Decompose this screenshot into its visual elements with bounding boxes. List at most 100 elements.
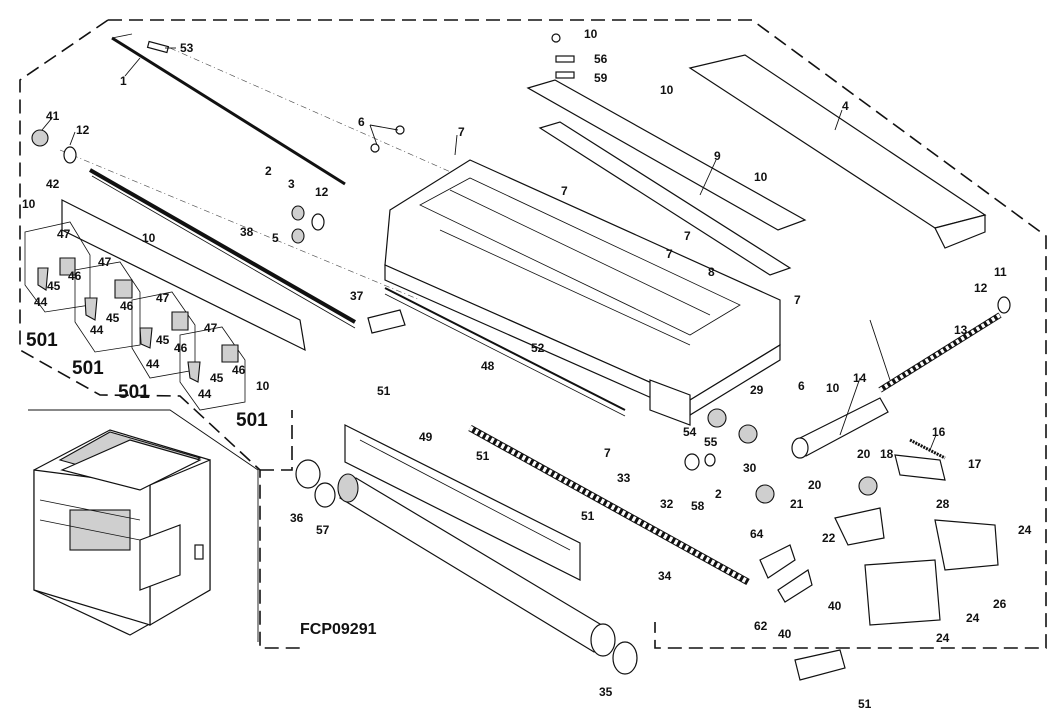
callout-40: 40 (828, 599, 842, 613)
guide-48 (384, 287, 626, 417)
callout-labels: 53 1 41 12 6 7 2 3 12 5 42 10 47 46 45 4… (22, 27, 1032, 711)
callout-47: 47 (204, 321, 218, 335)
diagram-code: FCP09291 (300, 621, 377, 638)
bushing-55 (704, 453, 716, 467)
callout-9: 9 (714, 149, 721, 163)
assembly-label-501: 501 (72, 358, 104, 379)
callout-54: 54 (683, 425, 697, 439)
callout-51: 51 (581, 509, 595, 523)
callout-29: 29 (750, 383, 764, 397)
callout-64: 64 (750, 527, 764, 541)
callout-46: 46 (174, 341, 188, 355)
callout-45: 45 (106, 311, 120, 325)
callout-7: 7 (561, 184, 568, 198)
spiral-roller-34 (468, 424, 750, 586)
assembly-label-501: 501 (26, 330, 58, 351)
callout-51: 51 (377, 384, 391, 398)
gear-29 (707, 408, 727, 428)
callout-4: 4 (842, 99, 849, 113)
bushing-12b (311, 213, 325, 231)
rail-42 (61, 199, 306, 352)
callout-24: 24 (936, 631, 950, 645)
shaft-14 (791, 397, 889, 459)
arm-64-62 (759, 544, 813, 603)
housing-26 (864, 519, 999, 626)
callout-46: 46 (120, 299, 134, 313)
callout-10: 10 (22, 197, 36, 211)
spring-16 (909, 438, 946, 460)
callout-40: 40 (778, 627, 792, 641)
callout-10: 10 (754, 170, 768, 184)
ring-57 (314, 482, 336, 508)
callout-35: 35 (599, 685, 613, 699)
lower-boundary (260, 410, 293, 471)
callout-1: 1 (120, 74, 127, 88)
sensor-group (24, 221, 91, 313)
callout-57: 57 (316, 523, 330, 537)
callout-7: 7 (458, 125, 465, 139)
assembly-labels: 501 501 501 501 (26, 330, 268, 431)
callout-2: 2 (265, 164, 272, 178)
callout-42: 42 (46, 177, 60, 191)
callout-24: 24 (1018, 523, 1032, 537)
callout-37: 37 (350, 289, 364, 303)
callout-47: 47 (98, 255, 112, 269)
gear-36 (295, 459, 321, 489)
callout-21: 21 (790, 497, 804, 511)
printer-illustration (33, 429, 211, 636)
callout-10: 10 (660, 83, 674, 97)
assembly-boundary (19, 19, 1047, 649)
callout-7: 7 (794, 293, 801, 307)
callout-48: 48 (481, 359, 495, 373)
callout-12: 12 (974, 281, 988, 295)
callout-30: 30 (743, 461, 757, 475)
callout-8: 8 (708, 265, 715, 279)
callout-53: 53 (180, 41, 194, 55)
gear-5 (291, 228, 305, 244)
leader-lines (41, 47, 937, 451)
callout-3: 3 (288, 177, 295, 191)
gear-18 (858, 476, 878, 496)
spiral-roller-13 (878, 296, 1011, 393)
callout-45: 45 (210, 371, 224, 385)
callout-45: 45 (47, 279, 61, 293)
bracket-56-59 (551, 33, 575, 79)
callout-56: 56 (594, 52, 608, 66)
plate-4 (688, 54, 987, 249)
gear-30 (738, 424, 758, 444)
callout-7: 7 (666, 247, 673, 261)
callout-47: 47 (156, 291, 170, 305)
callout-44: 44 (198, 387, 212, 401)
shaft-1 (111, 33, 346, 186)
main-frame (384, 159, 781, 426)
callout-51: 51 (476, 449, 490, 463)
callout-24: 24 (966, 611, 980, 625)
roller-35 (337, 473, 638, 675)
sensor-group (179, 326, 246, 411)
callout-38: 38 (240, 225, 254, 239)
callout-52: 52 (531, 341, 545, 355)
callout-13: 13 (954, 323, 968, 337)
callout-26: 26 (993, 597, 1007, 611)
callout-28: 28 (936, 497, 950, 511)
callout-11: 11 (994, 265, 1007, 279)
sensor-group (74, 261, 141, 353)
callout-44: 44 (146, 357, 160, 371)
callout-45: 45 (156, 333, 170, 347)
callout-10: 10 (142, 231, 156, 245)
callout-16: 16 (932, 425, 946, 439)
guide-plate-49 (344, 424, 581, 581)
callout-51: 51 (858, 697, 872, 711)
plate-8 (538, 121, 792, 276)
callout-32: 32 (660, 497, 674, 511)
callout-62: 62 (754, 619, 768, 633)
assembly-label-501: 501 (236, 410, 268, 431)
shaft-38 (89, 168, 356, 329)
callout-18: 18 (880, 447, 894, 461)
bushing-54 (684, 453, 700, 471)
callout-10: 10 (826, 381, 840, 395)
callout-14: 14 (853, 371, 867, 385)
gear-41 (31, 129, 49, 147)
callout-22: 22 (822, 531, 836, 545)
